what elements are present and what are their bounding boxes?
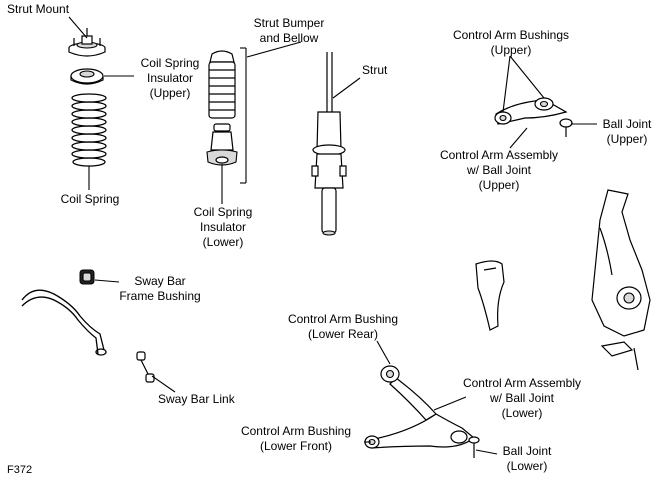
label-ball-joint-lower: Ball Joint (Lower) bbox=[502, 444, 552, 473]
coil-spring-insulator-upper-drawing bbox=[70, 68, 104, 85]
sway-bar-link-drawing bbox=[136, 351, 155, 383]
strut-drawing bbox=[311, 52, 347, 236]
label-coil-spring-insulator-lower: Coil Spring Insulator (Lower) bbox=[193, 205, 253, 249]
strut-bumper-bellow-drawing bbox=[206, 50, 238, 166]
label-control-arm-assembly-upper: Control Arm Assembly w/ Ball Joint (Uppe… bbox=[439, 148, 559, 192]
label-ball-joint-upper: Ball Joint (Upper) bbox=[602, 117, 652, 146]
label-sway-bar-link: Sway Bar Link bbox=[158, 392, 235, 406]
leader-lines bbox=[68, 16, 597, 455]
upper-control-arm-drawing bbox=[494, 97, 573, 137]
label-coil-spring: Coil Spring bbox=[60, 192, 120, 206]
label-strut: Strut bbox=[362, 63, 388, 77]
label-control-arm-bushing-lower-rear: Control Arm Bushing (Lower Rear) bbox=[287, 312, 399, 341]
label-sway-bar-frame-bushing: Sway Bar Frame Bushing bbox=[119, 274, 201, 303]
lower-control-arm-drawing bbox=[364, 365, 480, 458]
label-strut-bumper-and-bellow: Strut Bumper and Bellow bbox=[253, 16, 325, 45]
figure-code: F372 bbox=[7, 464, 33, 476]
label-strut-mount: Strut Mount bbox=[7, 2, 70, 16]
steering-knuckle-drawing bbox=[475, 189, 651, 371]
label-control-arm-bushing-lower-front: Control Arm Bushing (Lower Front) bbox=[240, 424, 352, 453]
strut-mount-drawing bbox=[68, 28, 106, 57]
label-control-arm-assembly-lower: Control Arm Assembly w/ Ball Joint (Lowe… bbox=[462, 376, 582, 420]
coil-spring-drawing bbox=[71, 93, 107, 167]
sway-bar-frame-bushing-drawing bbox=[79, 269, 95, 285]
sway-bar-drawing bbox=[21, 289, 107, 356]
label-coil-spring-insulator-upper: Coil Spring Insulator (Upper) bbox=[140, 56, 200, 100]
label-control-arm-bushings-upper: Control Arm Bushings (Upper) bbox=[452, 28, 570, 57]
